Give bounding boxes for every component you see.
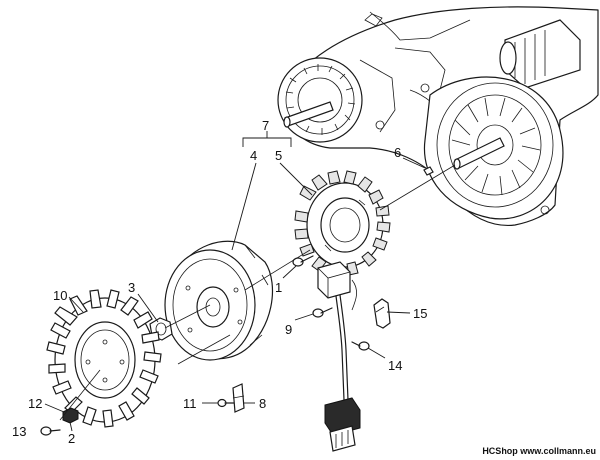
callout-leaders <box>44 131 426 432</box>
wire-connector <box>324 397 361 452</box>
pickup-sensor <box>317 261 351 299</box>
screw-14 <box>351 341 370 351</box>
nut-2 <box>62 407 79 424</box>
callout-9: 9 <box>285 322 292 337</box>
callout-14: 14 <box>388 358 402 373</box>
screw-1 <box>292 255 314 267</box>
callout-1: 1 <box>275 280 282 295</box>
callout-6: 6 <box>394 145 401 160</box>
watermark-text: HCShop www.collmann.eu <box>482 446 596 456</box>
callout-5: 5 <box>275 148 282 163</box>
engine-crankcase <box>277 6 599 227</box>
dowel-pin-6 <box>423 166 434 176</box>
callout-13: 13 <box>12 424 26 439</box>
callout-3: 3 <box>128 280 135 295</box>
wire-harness <box>339 294 349 401</box>
screw-13 <box>40 426 61 436</box>
screw-11 <box>217 398 235 408</box>
left-hub-housing <box>277 57 363 143</box>
callout-8: 8 <box>259 396 266 411</box>
cap-15 <box>373 298 391 329</box>
callout-4: 4 <box>250 148 257 163</box>
starter-motor <box>499 19 581 89</box>
callout-12: 12 <box>28 396 42 411</box>
callout-2: 2 <box>68 431 75 446</box>
cooling-fan <box>46 289 162 428</box>
callout-7: 7 <box>262 118 269 133</box>
screw-9 <box>312 307 333 318</box>
callout-11: 11 <box>183 396 197 411</box>
callout-15: 15 <box>413 306 427 321</box>
callout-10: 10 <box>53 288 67 303</box>
stator-coil-assembly <box>294 170 391 452</box>
flywheel-rotor <box>164 240 274 361</box>
assembly-axis-lines <box>59 164 456 421</box>
bracket-8 <box>232 383 245 413</box>
